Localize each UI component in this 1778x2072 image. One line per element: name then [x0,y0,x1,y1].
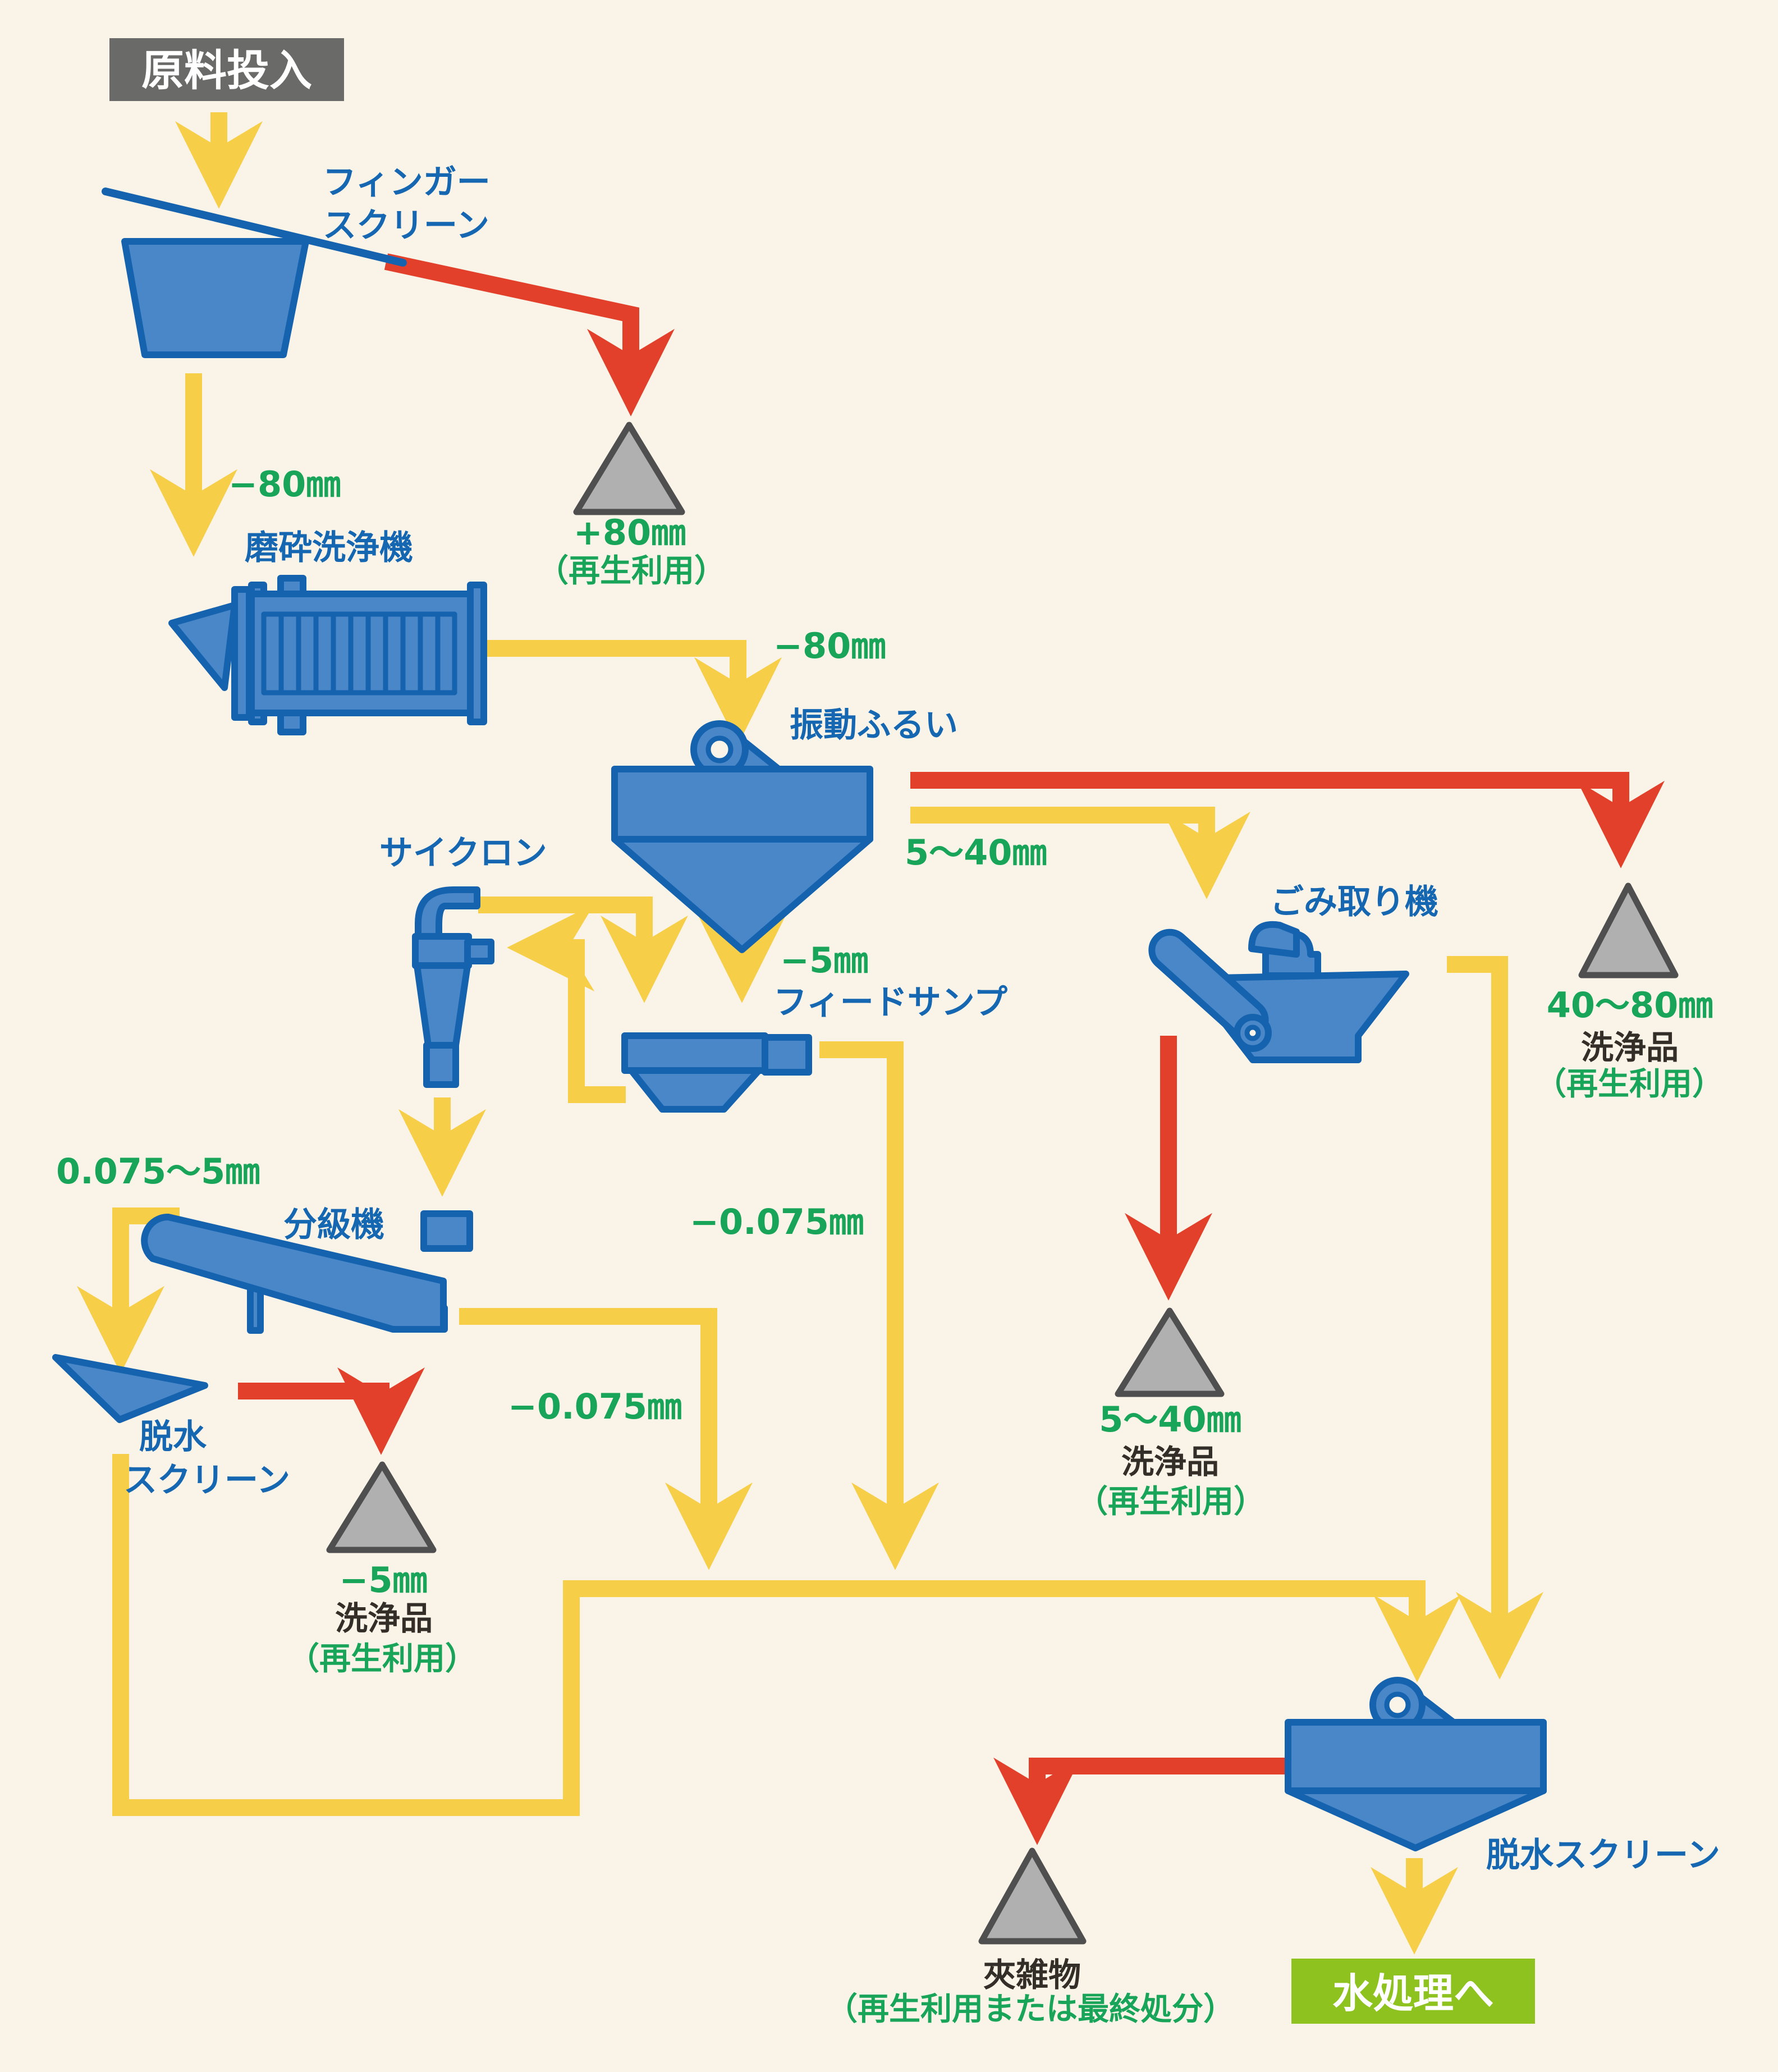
stream-0075-5-label: 0.075〜5㎜ [56,1151,260,1192]
stockpile-5-40-note-label: （再生利用） [1076,1484,1265,1520]
finger-screen-label-line1: フィンガー [323,163,491,202]
feed-sump-icon [621,1032,812,1113]
vibrating-screen-icon [611,720,873,953]
stockpile-plus80-size-label: +80㎜ [574,512,686,553]
flow-mill-to-vibratingscreen-arrow [484,640,782,745]
stockpile-plus80-note-label: （再生利用） [537,553,726,589]
dewatering-screen-final-icon [1285,1677,1547,1851]
classifier-label: 分級機 [283,1205,384,1245]
finger-screen-label-line2: スクリーン [323,206,489,245]
stockpile-40-80-product-label: 洗浄品 [1581,1028,1679,1067]
dewatering-screen-final-label: 脱水スクリーン [1486,1836,1720,1875]
flow-feedsump-fines-down-arrow [819,1041,939,1570]
mill-icon [168,575,487,735]
stockpile-minus5-note-label: （再生利用） [288,1641,476,1677]
trash-remover-label: ごみ取り機 [1270,882,1438,922]
stockpile-minus5-product-label: 洗浄品 [335,1599,433,1638]
flow-dewatering-product-arrow [238,1367,425,1455]
stockpile-40-80-icon [1578,882,1679,978]
flow-classifier-fines-down-arrow [459,1308,753,1570]
stream-minus0075-label-b: −0.075㎜ [508,1386,682,1427]
stockpile-impurities-icon [978,1847,1087,1945]
dewatering-screen-left-label-line1: 脱水 [139,1417,207,1457]
cyclone-label: サイクロン [379,834,547,873]
stockpile-impurities-note-label: （再生利用または最終処分） [826,1991,1235,2028]
stockpile-40-80-size-label: 40〜80㎜ [1547,985,1713,1026]
classifier-icon [141,1210,473,1334]
vibrating-screen-label: 振動ふるい [790,706,958,745]
stockpile-impurities-name-label: 夾雑物 [983,1956,1081,1994]
cyclone-icon [412,886,494,1088]
stream-5-40-label: 5〜40㎜ [905,832,1047,873]
raw-input-box [109,38,344,101]
flow-collector-to-finalscreen-arrow [112,1454,1461,1816]
flow-trashremover-to-finalscreen-arrow [1447,956,1543,1680]
stockpile-40-80-note-label: （再生利用） [1535,1066,1724,1103]
water-treatment-box [1291,1959,1535,2024]
trash-remover-icon [1148,921,1409,1063]
dewatering-screen-left-icon [52,1354,208,1423]
finger-screen-icon [102,187,407,358]
stream-minus80-label-b: −80㎜ [773,625,886,666]
stream-minus5-label: −5㎜ [780,940,868,981]
stockpile-5-40-icon [1115,1307,1225,1397]
stream-minus0075-label-a: −0.075㎜ [690,1201,864,1242]
flow-vibscreen-oversize-arrow [910,772,1665,868]
stockpile-5-40-size-label: 5〜40㎜ [1099,1399,1241,1440]
mill-label: 磨砕洗浄機 [245,528,413,568]
raw-input-label: 原料投入 [141,45,312,95]
flow-finalscreen-impurities-arrow [993,1757,1291,1845]
stockpile-plus80-icon [573,422,685,515]
stockpile-minus5-icon [326,1461,437,1553]
flow-feedsump-to-cyclone-arrow [507,904,626,1103]
stockpile-minus5-size-label: −5㎜ [339,1559,427,1600]
water-treatment-label: 水処理へ [1332,1970,1494,2017]
stockpile-5-40-product-label: 洗浄品 [1121,1443,1219,1481]
flow-5-40-to-trashremover-arrow [910,807,1250,899]
stream-minus80-label-a: −80㎜ [228,464,341,505]
feed-sump-label: フィードサンプ [773,983,1007,1022]
flow-fingerscreen-oversize-arrow [384,253,675,417]
dewatering-screen-left-label-line2: スクリーン [123,1461,290,1500]
